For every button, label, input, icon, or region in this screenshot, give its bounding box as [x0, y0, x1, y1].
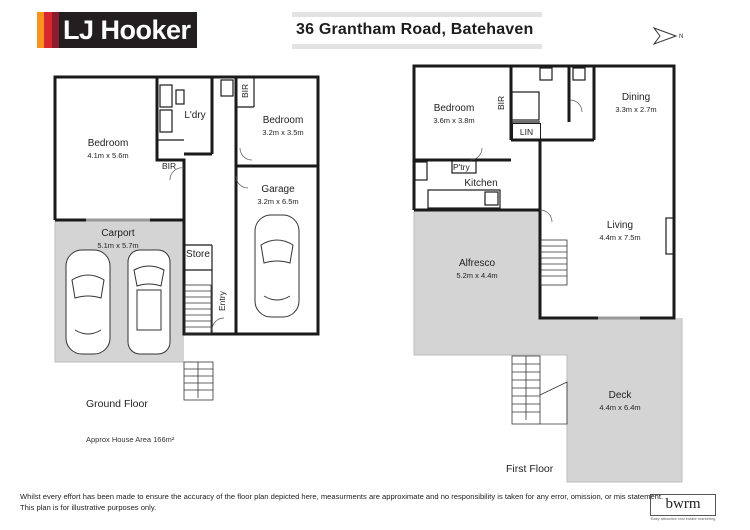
logo-stripe-red — [44, 12, 52, 48]
room-bedroom-2: Bedroom 3.2m x 3.5m — [250, 115, 316, 139]
room-living-name: Living — [606, 220, 634, 231]
room-deck: Deck 4.4m x 6.4m — [588, 390, 652, 414]
room-carport: Carport 5.1m x 5.7m — [86, 228, 150, 252]
room-garage-name: Garage — [261, 184, 295, 195]
ground-floor-inner-walls — [157, 77, 255, 334]
room-living-size: 4.4m x 7.5m — [599, 233, 641, 242]
maker-tagline: Easy attractive real estate marketing — [650, 516, 716, 521]
header-bar-top — [292, 12, 542, 17]
carport-edge — [54, 220, 184, 363]
ground-floor-label: Ground Floor — [86, 398, 148, 410]
ground-doors — [86, 147, 253, 331]
carport-car-left — [65, 249, 111, 355]
room-bedroom-2-name: Bedroom — [262, 115, 304, 126]
room-bedroom-main-size: 4.1m x 5.6m — [87, 151, 129, 160]
disclaimer-line-1: Whilst every effort has been made to ens… — [20, 492, 664, 501]
room-kitchen-name: Kitchen — [464, 178, 498, 189]
house-area-note: Approx House Area 166m² — [86, 435, 175, 444]
room-bedroom-first-name: Bedroom — [433, 103, 475, 114]
lj-hooker-logo: LJ Hooker — [37, 12, 197, 48]
first-floor-inner-walls — [414, 67, 675, 255]
room-dining: Dining 3.3m x 2.7m — [604, 92, 668, 116]
ground-stairs — [183, 284, 214, 401]
room-garage: Garage 3.2m x 6.5m — [246, 184, 310, 208]
room-store: Store — [185, 249, 211, 261]
logo-stripe-orange — [37, 12, 45, 48]
page-title: 36 Grantham Road, Batehaven — [296, 21, 534, 38]
outdoor-fill — [414, 210, 682, 482]
room-alfresco-size: 5.2m x 4.4m — [456, 271, 498, 280]
room-bir-2: BIR — [240, 83, 250, 98]
room-bedroom-first: Bedroom 3.6m x 3.8m — [422, 103, 486, 127]
room-bedroom-first-size: 3.6m x 3.8m — [433, 116, 475, 125]
compass-label: N — [679, 34, 683, 40]
logo-text: LJ Hooker — [59, 12, 197, 48]
maker-logo: bwrm — [650, 494, 716, 516]
room-bedroom-main: Bedroom 4.1m x 5.6m — [76, 138, 140, 162]
room-laundry: L'dry — [180, 110, 210, 122]
room-kitchen: Kitchen — [458, 178, 504, 190]
logo-stripes — [37, 12, 59, 48]
room-alfresco-name: Alfresco — [458, 258, 496, 269]
room-store-name: Store — [186, 249, 210, 260]
logo-initials: LJ — [63, 15, 94, 45]
first-floor-doors — [469, 99, 640, 320]
logo-stripe-maroon — [51, 12, 59, 48]
room-pantry: P'try — [453, 162, 470, 172]
room-dining-size: 3.3m x 2.7m — [615, 105, 657, 114]
disclaimer: Whilst every effort has been made to ens… — [20, 492, 663, 513]
disclaimer-line-2: This plan is for illustrative purposes o… — [20, 502, 157, 512]
room-bedroom-2-size: 3.2m x 3.5m — [262, 128, 304, 137]
garage-car — [254, 214, 300, 318]
room-deck-size: 4.4m x 6.4m — [599, 403, 641, 412]
room-dining-name: Dining — [621, 92, 651, 103]
logo-word: Hooker — [100, 15, 192, 45]
room-bir-first: BIR — [496, 95, 506, 110]
room-carport-size: 5.1m x 5.7m — [97, 241, 139, 250]
room-bir-1: BIR — [162, 161, 177, 171]
room-alfresco: Alfresco 5.2m x 4.4m — [445, 258, 509, 282]
compass-icon: N — [652, 26, 683, 46]
room-bedroom-main-name: Bedroom — [87, 138, 129, 149]
room-lin-name: LIN — [519, 127, 534, 137]
room-laundry-name: L'dry — [184, 110, 206, 121]
room-entry: Entry — [217, 291, 227, 311]
room-living: Living 4.4m x 7.5m — [588, 220, 652, 244]
room-carport-name: Carport — [101, 228, 135, 239]
room-garage-size: 3.2m x 6.5m — [257, 197, 299, 206]
carport-car-right — [127, 249, 171, 355]
first-floor-stairs — [511, 239, 568, 425]
header-bar-bottom — [292, 44, 542, 49]
ground-floor-walls — [53, 75, 320, 336]
first-floor-label: First Floor — [506, 463, 554, 475]
room-deck-name: Deck — [608, 390, 632, 401]
room-lin: LIN — [512, 123, 541, 141]
